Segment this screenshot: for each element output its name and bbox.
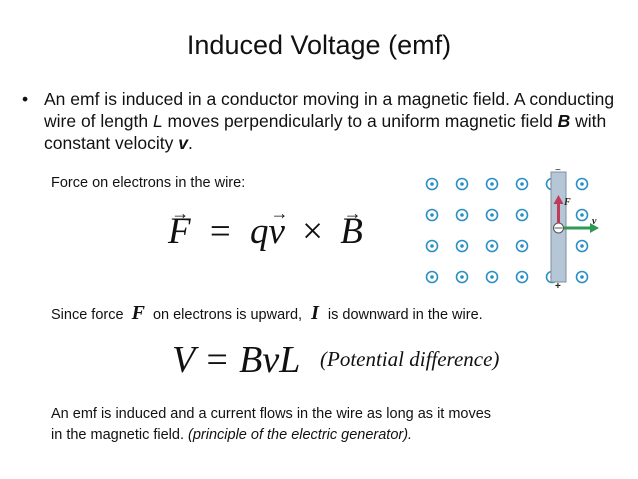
field-dot-center-icon xyxy=(580,275,584,279)
field-dot-center-icon xyxy=(460,182,464,186)
vector-arrow: → xyxy=(171,203,190,223)
bullet-symbol-B: B xyxy=(557,111,571,131)
since-part1: Since force xyxy=(51,307,124,323)
field-dot-center-icon xyxy=(460,213,464,217)
field-dot-center-icon xyxy=(460,275,464,279)
conclusion-line1: An emf is induced and a current flows in… xyxy=(51,406,492,422)
since-symbol-I: I xyxy=(311,302,319,324)
conclusion-line2-italic: (principle of the electric generator). xyxy=(188,427,413,443)
field-vector-B: →B xyxy=(340,204,363,253)
field-dot-center-icon xyxy=(490,275,494,279)
moving-wire-figure: F v − + xyxy=(425,168,599,290)
voltage-equation: V = BvL xyxy=(172,339,301,381)
times-sign: × xyxy=(302,211,324,252)
symbol-B: B xyxy=(340,211,363,252)
since-part3: is downward in the wire. xyxy=(327,307,483,323)
bullet-text-part2: moves perpendicularly to a uniform magne… xyxy=(162,111,558,131)
field-dot-center-icon xyxy=(580,244,584,248)
field-dot-center-icon xyxy=(580,182,584,186)
velocity-vector-v: →v xyxy=(268,204,288,253)
figure-label-plus: + xyxy=(555,281,561,290)
slide-title: Induced Voltage (emf) xyxy=(186,30,452,60)
field-dot-center-icon xyxy=(490,182,494,186)
force-arrowhead-icon xyxy=(553,195,564,204)
field-dot-center-icon xyxy=(520,182,524,186)
force-equation: →F = q→v × →B xyxy=(168,204,363,253)
symbol-F: F xyxy=(168,211,191,252)
field-dot-center-icon xyxy=(520,275,524,279)
bullet-point: • An emf is induced in a conductor movin… xyxy=(22,88,622,154)
vector-arrow: → xyxy=(343,203,362,223)
field-dot-center-icon xyxy=(490,244,494,248)
bullet-text: An emf is induced in a conductor moving … xyxy=(44,88,622,154)
field-dot-center-icon xyxy=(520,213,524,217)
magnetic-field-dots xyxy=(425,177,589,284)
field-dot-center-icon xyxy=(490,213,494,217)
field-dot-center-icon xyxy=(430,244,434,248)
field-dot-center-icon xyxy=(460,244,464,248)
bullet-text-part3: with constant velocity xyxy=(44,111,607,153)
equals-sign: = xyxy=(209,211,231,252)
since-line: Since force F on electrons is upward, I … xyxy=(51,302,483,325)
velocity-arrowhead-icon xyxy=(590,223,599,233)
bullet-symbol-v: v xyxy=(178,133,188,153)
bullet-symbol: • xyxy=(22,89,29,109)
since-part2: on electrons is upward, xyxy=(152,307,303,323)
voltage-note: (Potential difference) xyxy=(320,347,500,371)
field-dot-center-icon xyxy=(430,213,434,217)
field-dot-center-icon xyxy=(430,275,434,279)
figure-label-minus: − xyxy=(555,168,561,176)
bullet-text-part4: . xyxy=(187,133,193,153)
since-symbol-F: F xyxy=(131,302,145,324)
figure-label-F: F xyxy=(563,197,571,208)
symbol-q: q xyxy=(249,211,269,252)
field-dot-center-icon xyxy=(580,213,584,217)
field-dot-center-icon xyxy=(430,182,434,186)
field-dot-center-icon xyxy=(520,244,524,248)
force-label: Force on electrons in the wire: xyxy=(51,175,246,191)
bullet-text-part1: An emf is induced in a conductor moving … xyxy=(44,89,615,131)
conclusion-line2: in the magnetic field. (principle of the… xyxy=(51,425,491,446)
conclusion-line2-plain: in the magnetic field. xyxy=(51,427,189,443)
symbol-v: v xyxy=(268,211,285,252)
force-vector-F: →F xyxy=(168,204,191,253)
figure-label-v: v xyxy=(592,216,597,227)
conclusion-text: An emf is induced and a current flows in… xyxy=(51,404,491,446)
bullet-symbol-L: L xyxy=(152,111,163,131)
vector-arrow: → xyxy=(270,203,289,223)
